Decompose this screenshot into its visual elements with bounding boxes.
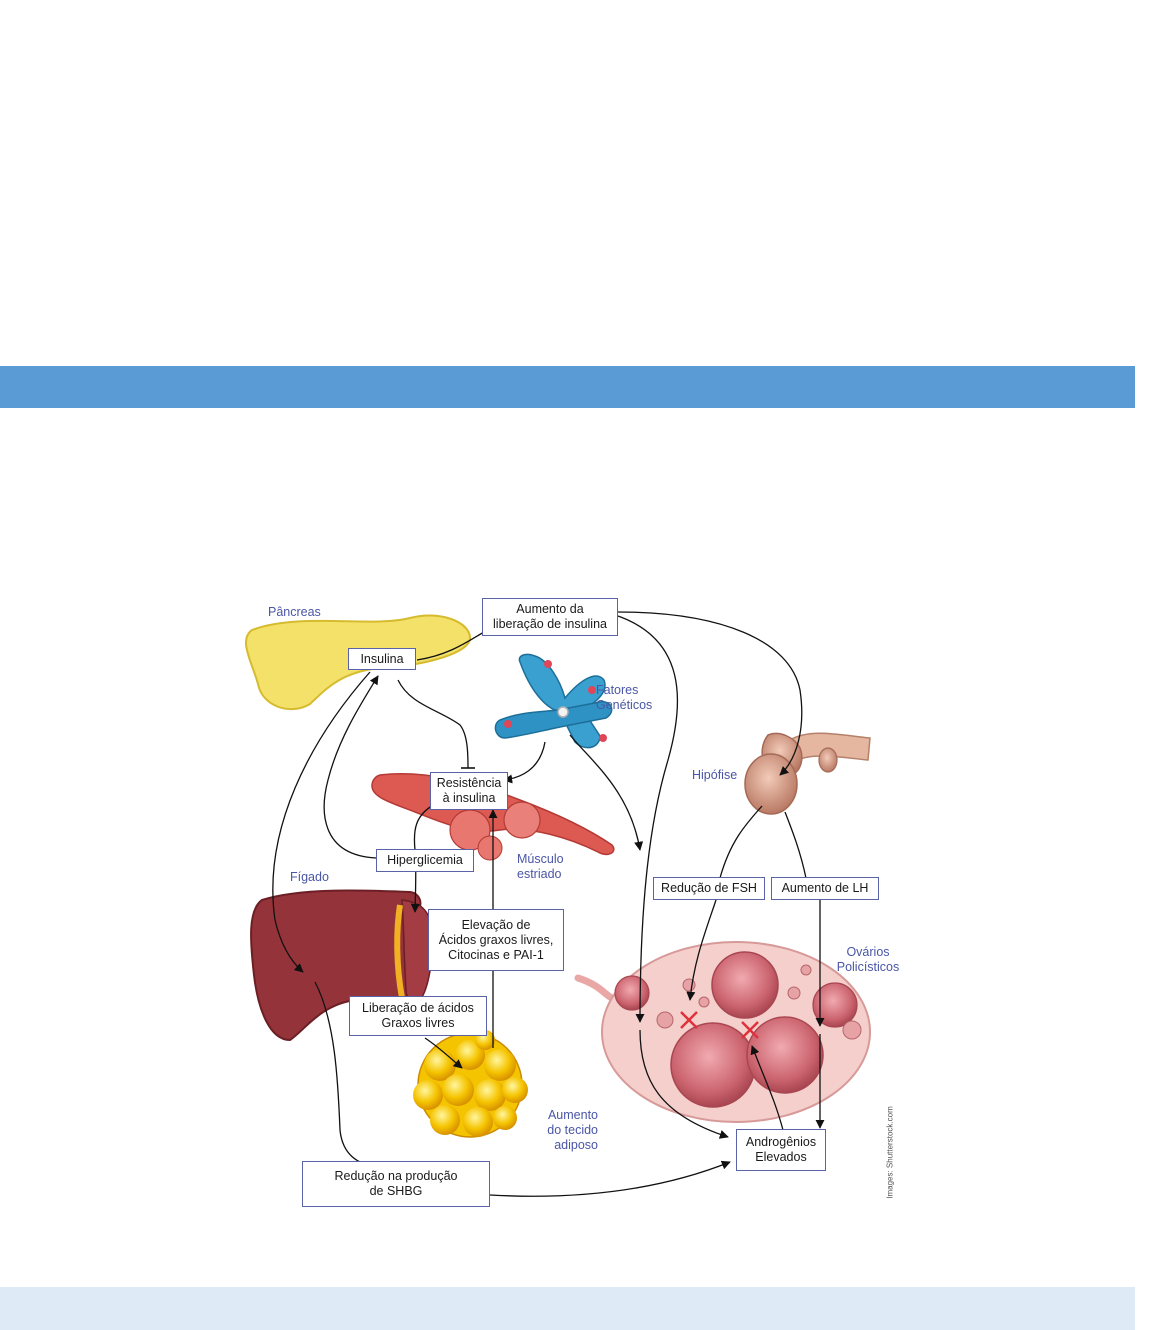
ovary-organ: [574, 941, 871, 1123]
box-insulin: Insulina: [348, 648, 416, 670]
chromosome-icon: [494, 653, 613, 749]
box-lh-text: Aumento de LH: [781, 881, 869, 895]
arrow-shbg-to-androgens: [489, 1160, 731, 1197]
arrow-ovary-to-androgens: [639, 1029, 729, 1139]
label-adipose: Aumento do tecido adiposo: [547, 1108, 598, 1152]
block-mark-left: [680, 1011, 698, 1029]
label-liver: Fígado: [290, 870, 329, 884]
box-insulin-text: Insulina: [360, 651, 404, 666]
box-fatty-acid-release: Liberação de ácidos Graxos livres: [349, 996, 487, 1036]
connector-pituitary-to-lh: [784, 811, 807, 879]
box-shbg-text: Redução na produção de SHBG: [334, 1169, 458, 1198]
box-free-fatty-acids: Elevação de Ácidos graxos livres, Citoci…: [428, 909, 564, 971]
arrow-genetics-to-ovary: [569, 734, 644, 851]
box-fsh-text: Redução de FSH: [661, 881, 757, 895]
pituitary-organ: [744, 732, 871, 815]
connector-liver-to-shbg: [314, 981, 361, 1163]
box-fatty-acid-release-text: Liberação de ácidos Graxos livres: [362, 1001, 474, 1030]
arrow-androgens-to-follicle: [750, 1045, 784, 1131]
arrow-release-to-adipose: [424, 1037, 463, 1069]
box-androgens: Androgênios Elevados: [736, 1129, 826, 1171]
inhibit-insulin-to-resistance: [397, 679, 469, 769]
adipose-tissue: [413, 1030, 528, 1138]
box-insulin-resistance-text: Resistência à insulina: [436, 776, 502, 805]
connector-pituitary-to-fsh: [719, 805, 763, 879]
header-bar: [0, 366, 1135, 408]
arrow-hyperglycemia-to-insulin: [323, 675, 379, 859]
block-mark-right: [741, 1021, 759, 1039]
box-fsh: Redução de FSH: [653, 877, 765, 900]
footer-bar: [0, 1287, 1135, 1330]
box-insulin-release: Aumento da liberação de insulina: [482, 598, 618, 636]
box-androgens-text: Androgênios Elevados: [745, 1135, 817, 1164]
box-free-fatty-acids-text: Elevação de Ácidos graxos livres, Citoci…: [438, 917, 554, 962]
arrow-genetics-to-resistance: [503, 741, 546, 784]
box-lh: Aumento de LH: [771, 877, 879, 900]
box-insulin-resistance: Resistência à insulina: [430, 772, 508, 810]
label-pituitary: Hipófise: [692, 768, 738, 782]
arrow-insulin-release-to-ovary: [617, 615, 679, 1023]
label-pancreas: Pâncreas: [268, 605, 321, 619]
label-muscle: Músculo estriado: [517, 852, 564, 881]
arrow-insulin-release-to-pituitary: [617, 611, 803, 776]
arrow-fsh-to-follicle: [686, 899, 717, 1001]
label-genetics: Fatores Genéticos: [596, 683, 653, 712]
label-ovaries: Ovários Policísticos: [836, 945, 900, 974]
box-insulin-release-text: Aumento da liberação de insulina: [493, 602, 607, 631]
arrow-insulin-to-liver: [272, 671, 371, 973]
box-hyperglycemia-text: Hiperglicemia: [387, 853, 463, 867]
connector-insulin-to-release: [416, 631, 485, 661]
box-hyperglycemia: Hiperglicemia: [376, 849, 474, 872]
box-shbg: Redução na produção de SHBG: [302, 1161, 490, 1207]
image-credit: Images: Shutterstock.com: [885, 1106, 895, 1199]
